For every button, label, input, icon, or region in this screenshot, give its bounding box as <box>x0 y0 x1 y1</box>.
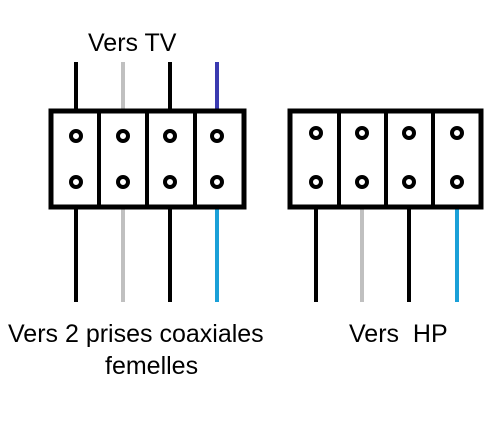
left-bottom-wires <box>74 206 219 302</box>
right-screw-4-bottom <box>450 175 464 189</box>
label-vers-tv: Vers TV <box>88 29 177 57</box>
label-coaxial-line2: femelles <box>105 352 198 380</box>
left-screw-1-bottom <box>69 175 83 189</box>
left-top-wires <box>74 62 219 112</box>
right-screw-4-top <box>450 126 464 140</box>
left-terminal-block <box>48 108 247 210</box>
left-screw-3-top <box>163 129 177 143</box>
right-screw-3-top <box>402 126 416 140</box>
left-screw-1-top <box>69 129 83 143</box>
right-terminal-block <box>287 108 484 210</box>
right-screw-2-bottom <box>355 175 369 189</box>
right-screw-3-bottom <box>402 175 416 189</box>
label-coaxial-line1: Vers 2 prises coaxiales <box>8 320 264 348</box>
left-screw-2-bottom <box>116 175 130 189</box>
left-screw-3-bottom <box>163 175 177 189</box>
left-screw-4-bottom <box>210 175 224 189</box>
left-screw-2-top <box>116 129 130 143</box>
label-vers-hp: Vers HP <box>349 320 448 348</box>
right-screw-1-top <box>309 126 323 140</box>
left-screw-4-top <box>210 129 224 143</box>
right-screw-1-bottom <box>309 175 323 189</box>
right-screw-2-top <box>355 126 369 140</box>
right-bottom-wires <box>314 206 459 302</box>
